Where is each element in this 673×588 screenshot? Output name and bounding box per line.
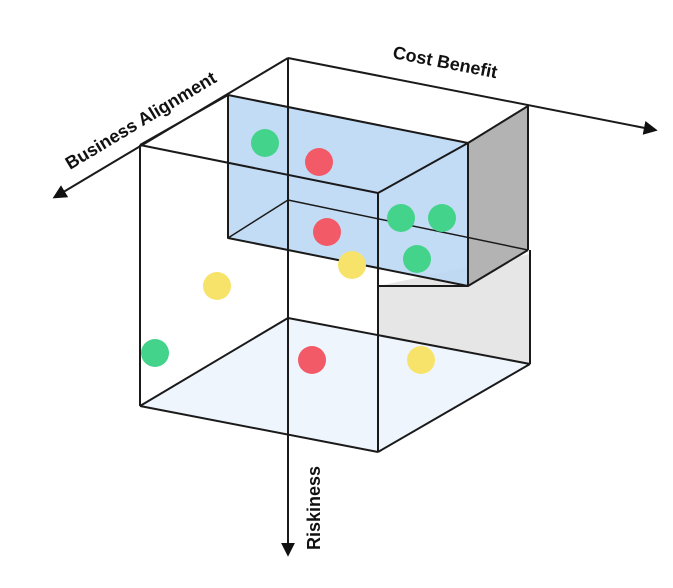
dots-layer bbox=[141, 129, 456, 374]
inner-box-bottom-right-edge bbox=[467, 249, 529, 287]
cost-benefit-label: Cost Benefit bbox=[391, 42, 499, 82]
green-dot bbox=[141, 339, 169, 367]
red-dot bbox=[305, 148, 333, 176]
inner-box-top-right-edge bbox=[467, 105, 529, 144]
yellow-dot bbox=[338, 251, 366, 279]
green-dot bbox=[428, 204, 456, 232]
cost-benefit-axis-line bbox=[287, 57, 658, 135]
yellow-dot bbox=[407, 346, 435, 374]
green-dot bbox=[251, 129, 279, 157]
yellow-dot bbox=[203, 272, 231, 300]
green-dot bbox=[403, 245, 431, 273]
outer-back-edge-floor-left bbox=[139, 317, 289, 407]
green-dot bbox=[387, 204, 415, 232]
outer-back-edge-floor-right bbox=[287, 317, 531, 365]
outer-cube-front-bottom-edge bbox=[139, 405, 379, 453]
red-dot bbox=[298, 346, 326, 374]
inner-box-back-bottom-edge bbox=[227, 199, 289, 239]
outer-cube-floor-face bbox=[140, 318, 530, 452]
outer-cube-front-face bbox=[139, 94, 229, 146]
riskiness-label: Riskiness bbox=[304, 466, 324, 550]
outer-cube-front-top-edge bbox=[139, 144, 379, 194]
red-dot bbox=[313, 218, 341, 246]
outer-cube-front-top-edge-inner bbox=[377, 142, 469, 194]
outer-cube-right-bottom-edge bbox=[377, 363, 531, 453]
